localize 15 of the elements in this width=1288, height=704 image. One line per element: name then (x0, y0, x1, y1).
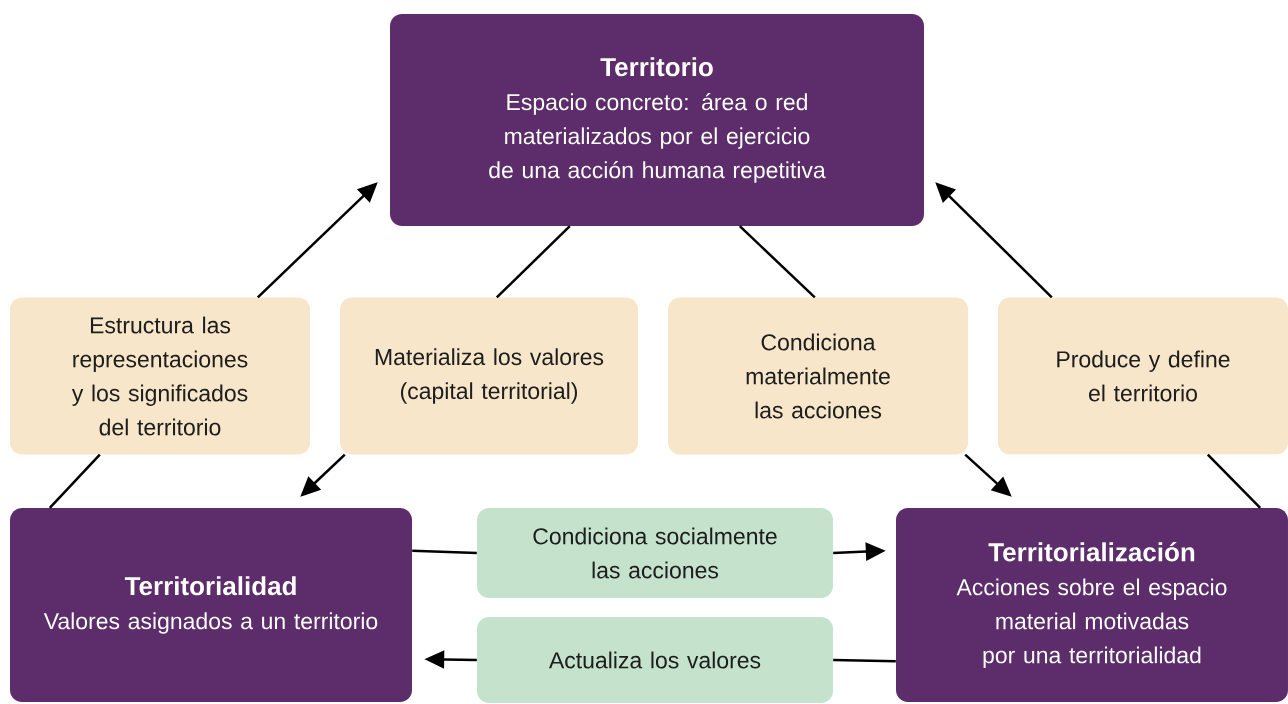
relation-box: Produce y define el territorio (998, 297, 1288, 455)
connector-line (412, 549, 477, 555)
action-box: Condiciona socialmente las acciones (477, 508, 833, 598)
connector-line (1206, 453, 1262, 509)
connector-line (495, 225, 571, 299)
connector-line (833, 658, 896, 663)
relation-box: Condiciona materialmente las acciones (668, 297, 968, 455)
relation-box: Materializa los valores (capital territorial) (340, 297, 638, 455)
action-box: Actualiza los valores (477, 617, 833, 703)
connector-line (738, 225, 816, 299)
relation-box: Estructura las representaciones y los significados del territorio (10, 297, 310, 455)
concept-box: Territorio Espacio concreto: área o red materializados por el ejercicio de una acción humana repetitiva (390, 14, 924, 226)
concept-box: Territorialización Acciones sobre el espacio material motivadas por una territorialidad (896, 508, 1288, 702)
connector-line (48, 453, 101, 509)
concept-box: Territorialidad Valores asignados a un territorio (10, 508, 412, 702)
